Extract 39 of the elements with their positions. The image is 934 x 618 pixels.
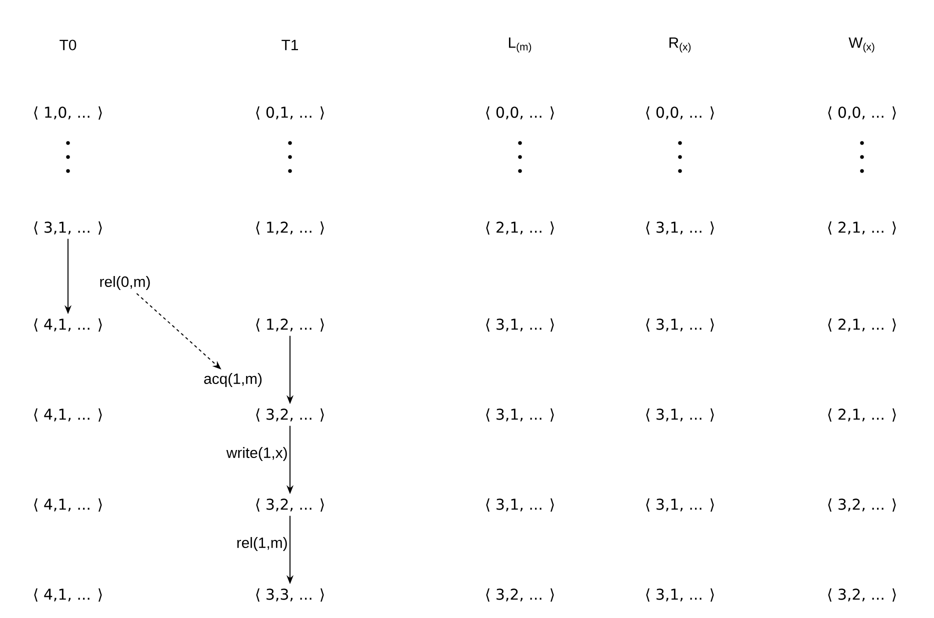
tuple-text: ⟨ 4,1, ... ⟩: [34, 318, 102, 332]
event-label: acq(1,m): [204, 373, 262, 387]
tuple-text: ⟨ 0,0, ... ⟩: [486, 106, 554, 120]
tuple-text: ⟨ 4,1, ... ⟩: [34, 408, 102, 422]
column-header: R$_{(x)}$: [669, 37, 691, 53]
tuple-text: ⟨ 0,0, ... ⟩: [646, 106, 714, 120]
tuple-text: ⟨ 4,1, ... ⟩: [34, 588, 102, 602]
tuple-text: ⟨ 3,2, ... ⟩: [828, 588, 896, 602]
tuple-text: ⟨ 2,1, ... ⟩: [828, 221, 896, 235]
tuple-text: ⟨ 4,1, ... ⟩: [34, 498, 102, 512]
tuple-text: ⟨ 3,1, ... ⟩: [646, 408, 714, 422]
tuple-text: ⟨ 3,2, ... ⟩: [256, 408, 324, 422]
tuple-text: ⟨ 3,2, ... ⟩: [486, 588, 554, 602]
tuple-text: ⟨ 3,1, ... ⟩: [646, 588, 714, 602]
column-header: T0: [60, 40, 76, 50]
tuple-text: ⟨ 3,1, ... ⟩: [486, 318, 554, 332]
column-header: T1: [282, 40, 298, 50]
column-header: L$_{(m)}$: [508, 37, 532, 53]
tuple-text: ⟨ 3,1, ... ⟩: [486, 408, 554, 422]
tuple-text: ⟨ 3,3, ... ⟩: [256, 588, 324, 602]
edge-label: write(1,x): [226, 447, 287, 461]
tuple-text: ⟨ 2,1, ... ⟩: [828, 408, 896, 422]
event-label: rel(0,m): [100, 276, 150, 290]
tuple-text: ⟨ 3,1, ... ⟩: [34, 221, 102, 235]
tuple-text: ⟨ 0,0, ... ⟩: [828, 106, 896, 120]
tuple-text: ⟨ 3,1, ... ⟩: [646, 498, 714, 512]
tuple-text: ⟨ 1,2, ... ⟩: [256, 221, 324, 235]
edge-label: rel(1,m): [237, 537, 287, 551]
tuple-text: ⟨ 1,0, ... ⟩: [34, 106, 102, 120]
tuple-text: ⟨ 3,1, ... ⟩: [646, 318, 714, 332]
tuple-text: ⟨ 3,2, ... ⟩: [828, 498, 896, 512]
tuple-text: ⟨ 3,2, ... ⟩: [256, 498, 324, 512]
tuple-text: ⟨ 3,1, ... ⟩: [486, 498, 554, 512]
tuple-text: ⟨ 2,1, ... ⟩: [486, 221, 554, 235]
tuple-text: ⟨ 1,2, ... ⟩: [256, 318, 324, 332]
tuple-text: ⟨ 0,1, ... ⟩: [256, 106, 324, 120]
tuple-text: ⟨ 3,1, ... ⟩: [646, 221, 714, 235]
tuple-text: ⟨ 2,1, ... ⟩: [828, 318, 896, 332]
column-header: W$_{(x)}$: [848, 37, 874, 53]
